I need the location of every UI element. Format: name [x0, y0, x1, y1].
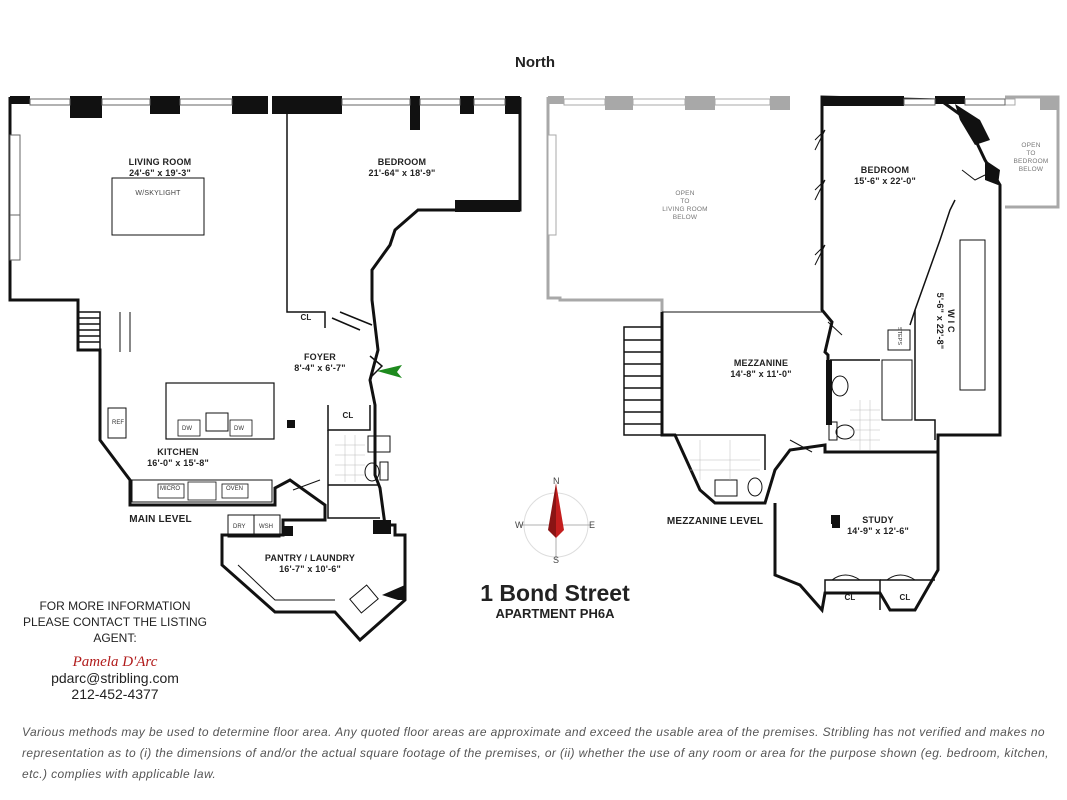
steps-label: STEPS	[896, 326, 903, 346]
oven-label: OVEN	[226, 486, 244, 492]
mezzanine-level-title: MEZZANINE LEVEL	[666, 516, 764, 527]
north-wall-seg	[410, 96, 420, 130]
wall-block	[455, 200, 520, 212]
north-wall-seg	[505, 96, 520, 114]
north-wall-seg	[70, 96, 102, 118]
main-outer-wall	[8, 97, 522, 643]
mezzanine-outer-wall	[660, 95, 1002, 505]
compass-w: W	[515, 520, 524, 530]
wsh-label: WSH	[259, 524, 273, 530]
closet-label: CL	[899, 593, 911, 602]
agent-phone[interactable]: 212-452-4377	[71, 686, 159, 702]
disclaimer-text: Various methods may be used to determine…	[22, 725, 1049, 781]
entry-arrow	[377, 365, 402, 378]
closet-label: CL	[844, 593, 856, 602]
dw-label: DW	[234, 426, 244, 432]
study-wall	[773, 452, 940, 614]
open-bedroom-outline	[1005, 95, 1060, 209]
column	[287, 420, 295, 428]
main-level-title: MAIN LEVEL	[129, 514, 192, 525]
listing-address: 1 Bond Street	[480, 580, 630, 606]
closet-label: CL	[342, 411, 354, 420]
dw-label: DW	[182, 426, 192, 432]
wall-block	[283, 526, 293, 536]
contact-block: FOR MORE INFORMATION PLEASE CONTACT THE …	[0, 598, 230, 702]
open-living-outline	[546, 97, 664, 312]
north-wall-seg	[150, 96, 180, 114]
contact-line1: FOR MORE INFORMATION	[39, 599, 191, 613]
north-label: North	[515, 54, 555, 71]
listing-unit: APARTMENT PH6A	[495, 606, 615, 621]
ref-label: REF	[112, 420, 124, 426]
compass-e: E	[589, 520, 596, 530]
wall-block	[373, 520, 391, 534]
contact-line2: PLEASE CONTACT THE LISTING AGENT:	[22, 615, 208, 645]
compass-n: N	[553, 476, 560, 486]
closet-label: CL	[300, 313, 312, 322]
north-wall-seg	[232, 96, 268, 114]
agent-name: Pamela D'Arc	[72, 654, 158, 670]
study-marker	[831, 515, 840, 524]
north-wall-seg	[272, 96, 342, 114]
micro-label: MICRO	[160, 486, 180, 492]
north-wall-seg	[10, 96, 30, 104]
compass-needle	[556, 483, 564, 538]
agent-email[interactable]: pdarc@stribling.com	[51, 670, 179, 686]
wall-block	[382, 585, 405, 600]
dry-label: DRY	[233, 524, 246, 530]
north-wall-seg	[460, 96, 474, 114]
skylight-label: W/SKYLIGHT	[135, 190, 181, 197]
compass-s: S	[553, 555, 560, 565]
compass	[520, 483, 592, 560]
